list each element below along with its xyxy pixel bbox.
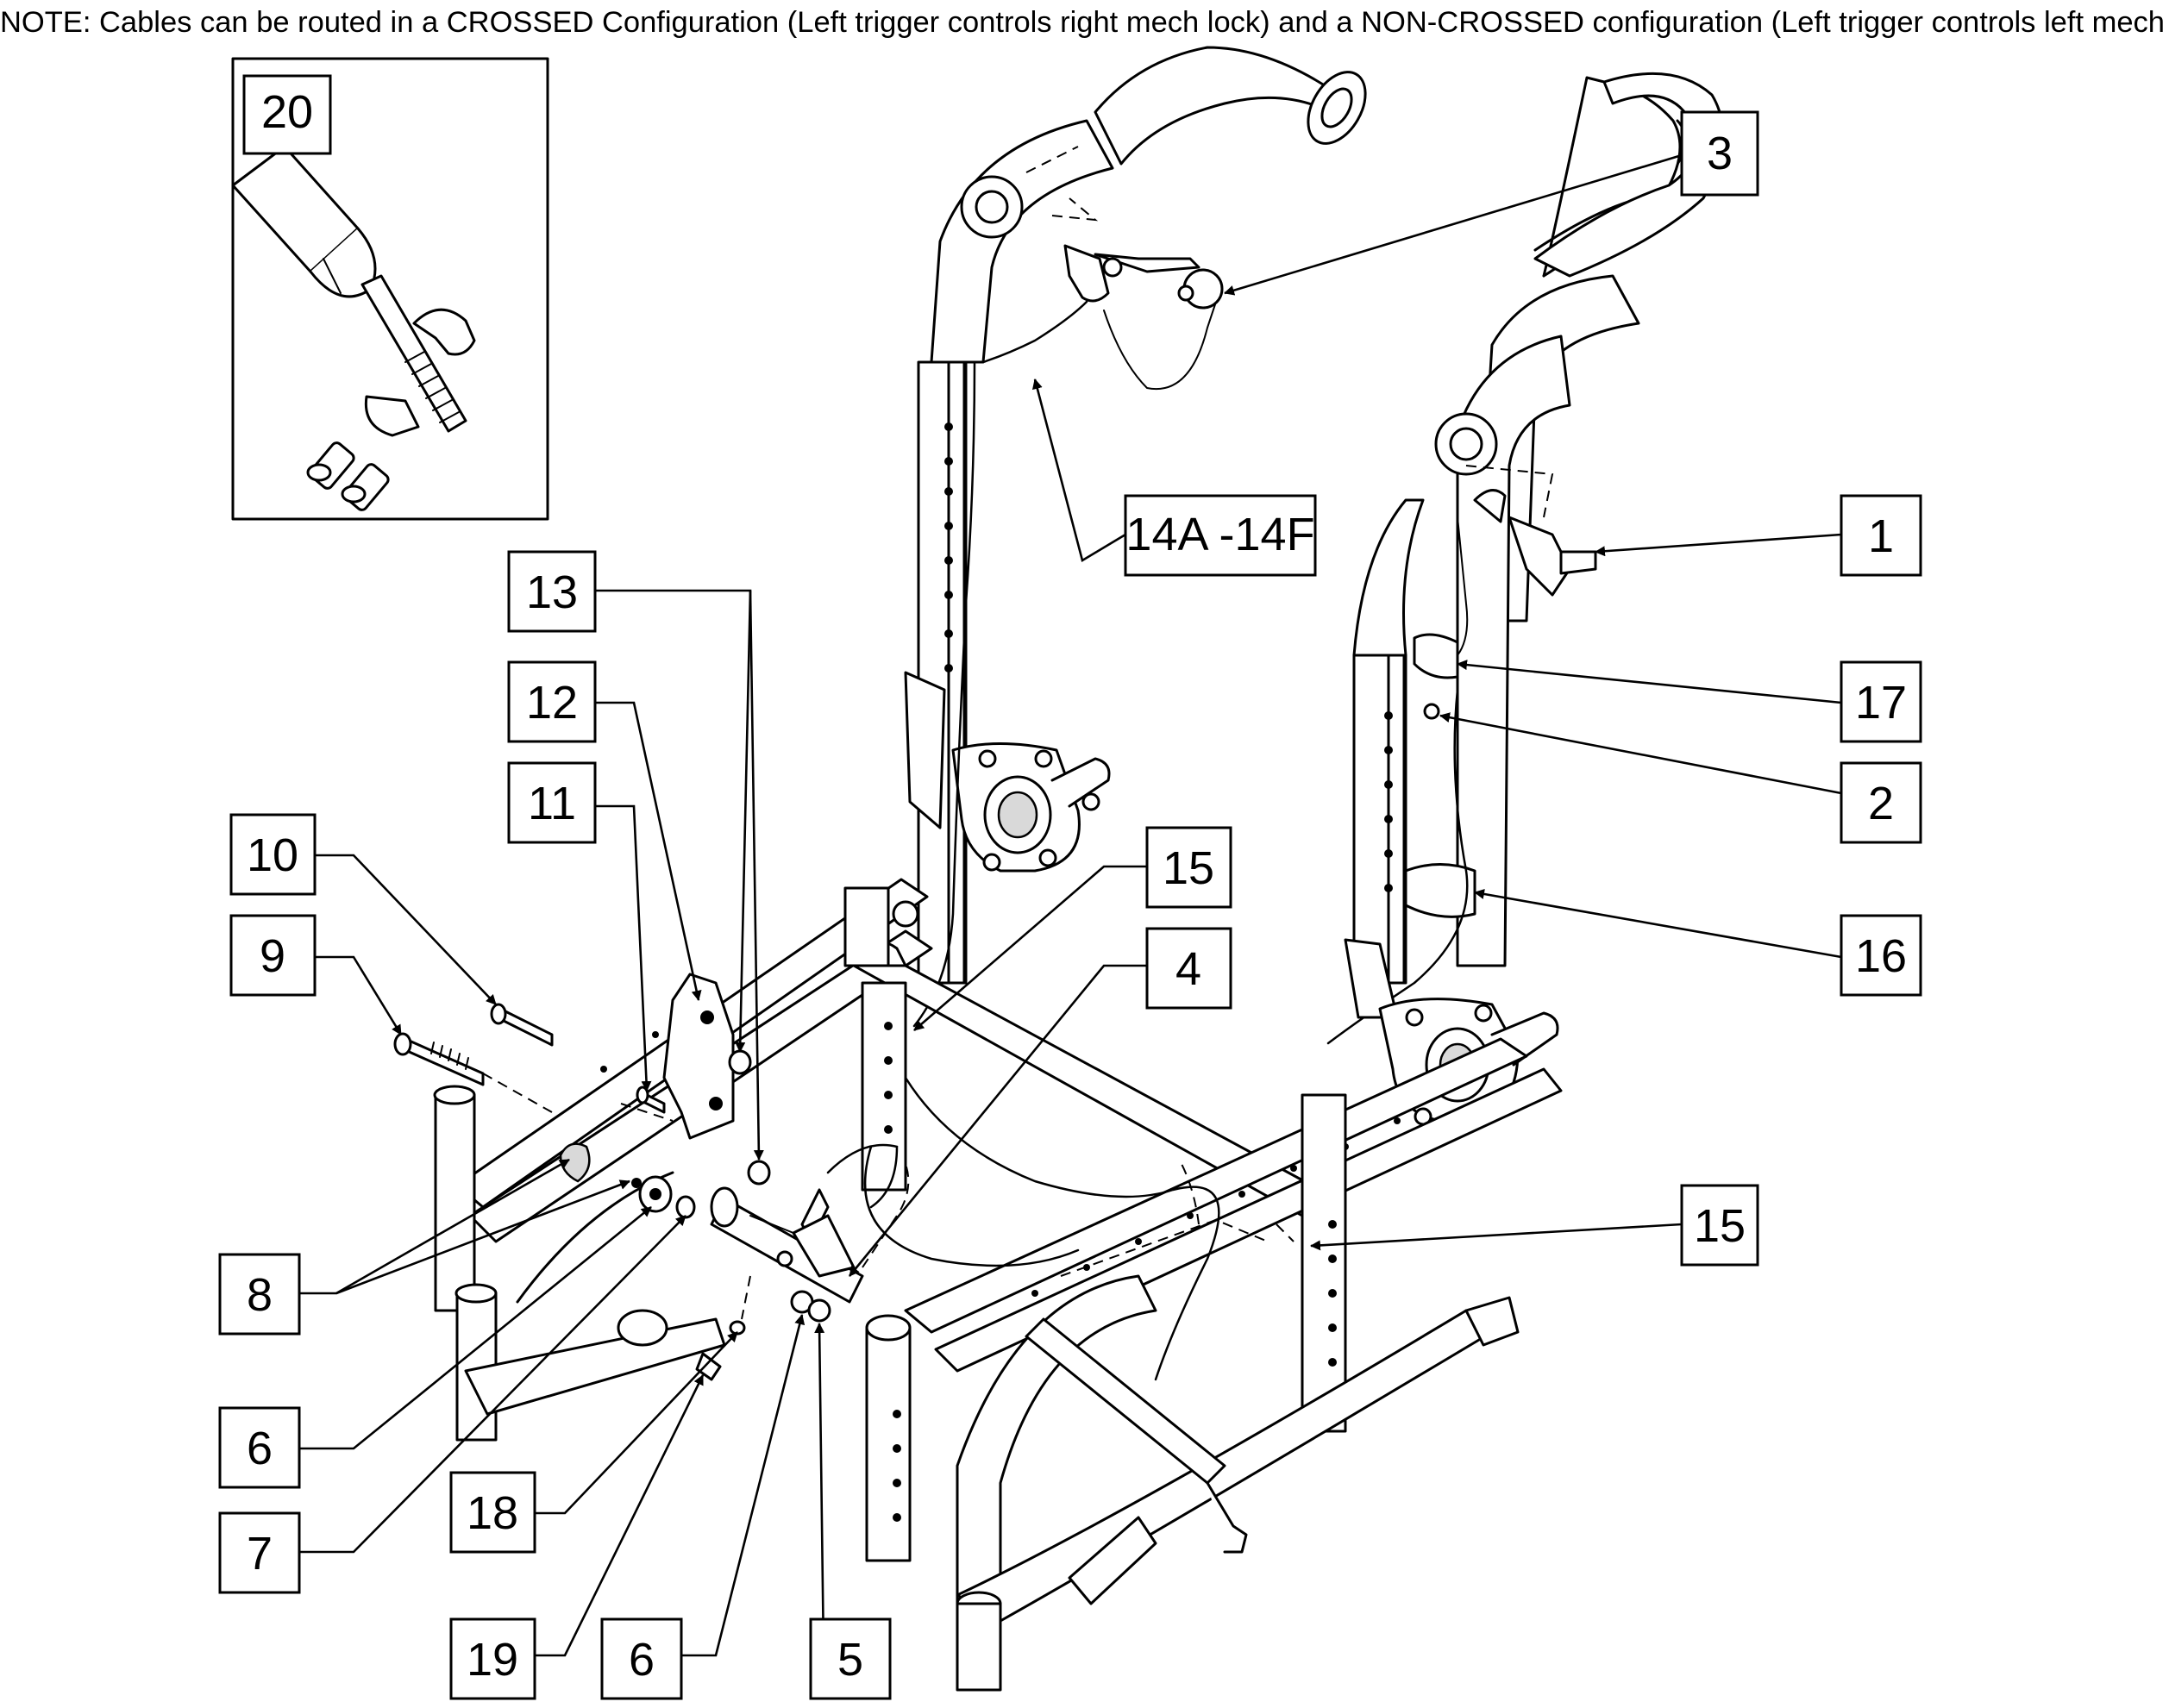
callout-10: 10	[229, 813, 317, 896]
callout-label: 10	[247, 829, 298, 881]
cable-routing-note: NOTE: Cables can be routed in a CROSSED …	[0, 6, 2169, 39]
left-push-handle	[904, 46, 1367, 1028]
callout-label: 7	[247, 1528, 273, 1580]
callout-label: 6	[629, 1634, 655, 1686]
callout-label: 19	[467, 1634, 518, 1686]
callout-17: 17	[1840, 660, 1922, 743]
callout-20: 20	[242, 74, 332, 155]
callout-label: 9	[260, 930, 285, 982]
callout-9: 9	[229, 914, 317, 997]
callout-13: 13	[507, 550, 597, 633]
callout-label: 12	[526, 677, 578, 729]
callout-label: 17	[1855, 677, 1907, 729]
callout-12: 12	[507, 660, 597, 743]
callout-4: 4	[1145, 927, 1232, 1010]
callout-5: 5	[809, 1617, 892, 1700]
callout-label: 2	[1868, 778, 1894, 829]
callout-2: 2	[1840, 761, 1922, 844]
callout-14a-14f: 14A -14F	[1124, 494, 1317, 577]
exploded-hardware	[393, 973, 910, 1381]
callout-15-upper: 15	[1145, 826, 1232, 909]
callout-label: 5	[837, 1634, 863, 1686]
callout-label: 13	[526, 566, 578, 618]
callout-6-bottom: 6	[600, 1617, 683, 1700]
callout-label: 16	[1855, 930, 1907, 982]
right-push-handle	[1326, 72, 1725, 1126]
callout-label: 20	[261, 86, 313, 138]
callout-label: 3	[1707, 128, 1733, 179]
callout-label: 18	[467, 1487, 518, 1539]
callout-label: 11	[528, 778, 576, 829]
callout-1: 1	[1840, 494, 1922, 577]
callout-label: 4	[1175, 943, 1201, 995]
callout-3: 3	[1680, 110, 1759, 197]
callout-16: 16	[1840, 914, 1922, 997]
callout-label: 15	[1163, 842, 1214, 894]
callout-19: 19	[449, 1617, 536, 1700]
callout-label: 15	[1694, 1200, 1746, 1252]
callout-label: 8	[247, 1269, 273, 1321]
callout-7: 7	[218, 1511, 301, 1594]
callout-11: 11	[507, 761, 597, 844]
callout-label: 6	[247, 1423, 273, 1474]
callout-18: 18	[449, 1471, 536, 1554]
callout-6-left: 6	[218, 1406, 301, 1489]
callout-15-lower: 15	[1680, 1184, 1759, 1267]
callout-label: 1	[1868, 510, 1894, 562]
callout-label: 14A -14F	[1125, 509, 1314, 560]
callout-8: 8	[218, 1253, 301, 1336]
